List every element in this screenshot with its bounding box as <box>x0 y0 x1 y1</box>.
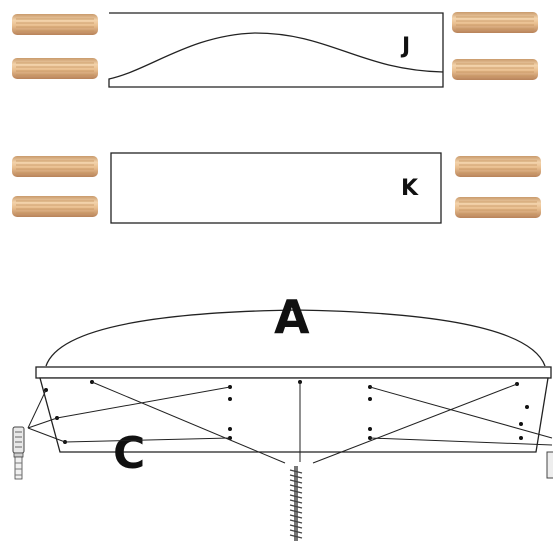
dowel-icon <box>11 13 99 36</box>
dowel-icon <box>11 195 99 218</box>
top-a-curve <box>45 309 546 367</box>
part-k: K <box>110 152 442 224</box>
assembly-view: A C <box>27 290 553 479</box>
part-j-outline <box>108 12 444 88</box>
cam-bolt-icon <box>546 451 553 479</box>
dowel-icon <box>451 11 539 34</box>
hole-markers <box>44 380 529 444</box>
screw-icon <box>289 466 303 541</box>
cam-bolt-icon <box>12 426 25 480</box>
part-j-label: J <box>400 34 410 59</box>
part-k-label: K <box>401 176 419 201</box>
top-a-board <box>35 366 552 379</box>
part-k-outline <box>110 152 442 224</box>
guide-lines <box>27 381 553 464</box>
dowel-icon <box>454 196 542 219</box>
dowel-icon <box>451 58 539 81</box>
dowel-icon <box>454 155 542 178</box>
top-a-label: A <box>274 290 310 344</box>
frame-c <box>39 377 549 453</box>
dowel-icon <box>11 155 99 178</box>
dowel-icon <box>11 57 99 80</box>
part-j: J <box>108 12 444 88</box>
frame-c-label: C <box>113 428 145 479</box>
